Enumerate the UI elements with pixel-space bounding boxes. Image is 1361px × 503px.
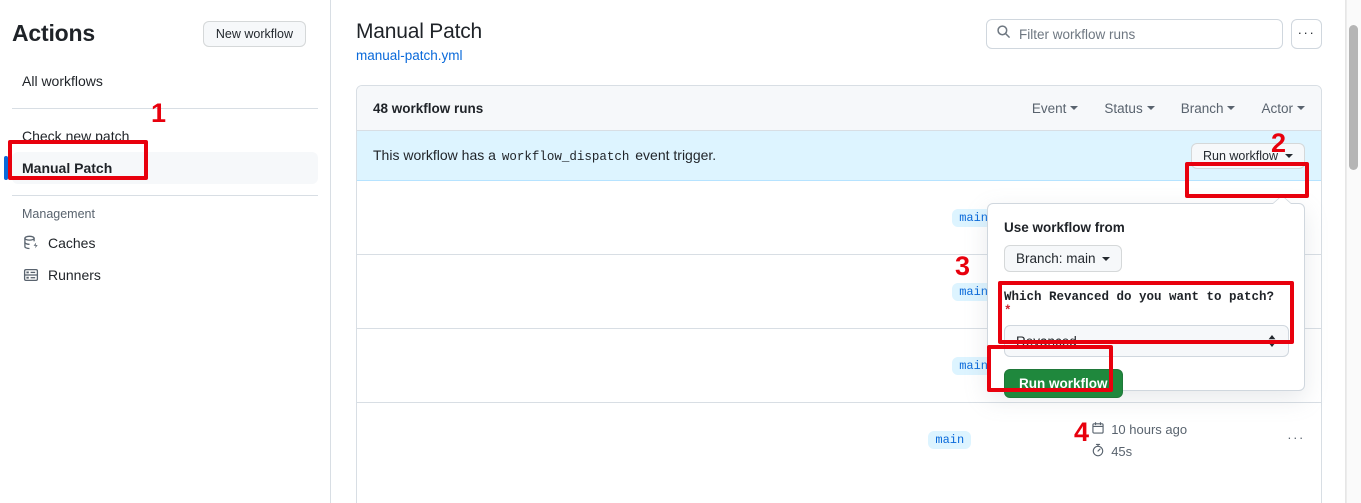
run-workflow-submit-button[interactable]: Run workflow: [1004, 369, 1123, 398]
sidebar-divider-1: [12, 108, 318, 109]
sidebar-item-check-new-patch[interactable]: Check new patch: [12, 120, 318, 152]
filter-event[interactable]: Event: [1032, 101, 1079, 116]
chevron-down-icon: [1285, 153, 1293, 158]
page-title-actions: Actions: [12, 20, 95, 46]
workflow-file-link[interactable]: manual-patch.yml: [356, 48, 463, 64]
content-edge-divider: [1345, 0, 1346, 503]
sidebar-item-caches[interactable]: Caches: [12, 227, 318, 259]
chevron-down-icon: [1227, 106, 1236, 111]
chevron-down-icon: [1070, 106, 1079, 111]
chevron-down-icon: [1101, 256, 1110, 261]
table-row[interactable]: main: [357, 181, 1321, 256]
run-workflow-dropdown-button[interactable]: Run workflow: [1190, 142, 1305, 169]
branch-badge[interactable]: main: [928, 431, 972, 450]
workflow-heading-block: Manual Patch manual-patch.yml: [356, 18, 482, 63]
header-actions: ···: [986, 19, 1322, 49]
workflow-runs-count: 48 workflow runs: [373, 100, 484, 116]
stopwatch-icon: [1091, 443, 1105, 460]
runs-box-header: 48 workflow runs Event Status Branch: [357, 86, 1321, 132]
branch-badge[interactable]: main: [952, 282, 995, 301]
calendar-icon: [1091, 421, 1105, 438]
search-box[interactable]: [986, 19, 1283, 49]
sidebar-item-label: All workflows: [22, 73, 103, 89]
sidebar-workflow-list: Check new patch Manual Patch: [0, 120, 330, 184]
sidebar-management-list: Caches Runners: [0, 227, 330, 291]
sidebar-section-management: Management: [22, 207, 95, 221]
run-meta: 10 hours ago 45s: [1091, 421, 1281, 460]
server-icon: [22, 267, 39, 284]
sidebar-divider-2: [12, 195, 318, 196]
actions-sidebar: Actions New workflow All workflows Check…: [0, 0, 331, 503]
sidebar-item-label: Manual Patch: [22, 160, 113, 176]
search-input[interactable]: [1019, 26, 1273, 42]
branch-select-button[interactable]: Branch: main: [1004, 245, 1122, 272]
workflow-dispatch-banner: This workflow has a workflow_dispatch ev…: [357, 131, 1321, 182]
table-row[interactable]: main: [357, 255, 1321, 330]
sidebar-item-label: Caches: [48, 235, 96, 251]
cache-icon: [22, 235, 39, 252]
sidebar-item-runners[interactable]: Runners: [12, 259, 318, 291]
sidebar-nav-list: All workflows: [0, 65, 330, 97]
stepper-arrows-icon: [1267, 333, 1277, 349]
dispatch-text-before: This workflow has a: [373, 147, 496, 164]
page-scrollbar-thumb[interactable]: [1349, 25, 1358, 170]
revanced-select[interactable]: Revanced: [1004, 325, 1289, 357]
filter-label: Event: [1031, 100, 1067, 116]
required-marker: *: [1004, 304, 1012, 318]
page-title: Manual Patch: [356, 20, 483, 43]
sidebar-item-label: Runners: [48, 267, 101, 283]
sidebar-item-all-workflows[interactable]: All workflows: [12, 65, 318, 97]
run-date-text: 10 hours ago: [1111, 421, 1188, 437]
sidebar-header: Actions New workflow: [0, 0, 330, 47]
dispatch-event-code: workflow_dispatch: [501, 150, 630, 165]
run-workflow-button-label: Run workflow: [1202, 148, 1278, 163]
filter-branch[interactable]: Branch: [1181, 101, 1236, 116]
workflow-runs-box: 48 workflow runs Event Status Branch: [356, 85, 1322, 503]
filter-label: Status: [1104, 100, 1143, 116]
workflow-input-label-text: Which Revanced do you want to patch?: [1004, 290, 1275, 304]
chevron-down-icon: [1297, 106, 1305, 111]
branch-select-label: Branch: main: [1016, 251, 1096, 266]
branch-badge[interactable]: main: [952, 208, 995, 227]
chevron-down-icon: [1146, 106, 1155, 111]
table-row[interactable]: main 10 hours ago: [357, 403, 1321, 477]
dispatch-text-after: event trigger.: [635, 147, 717, 164]
run-workflow-dropdown-panel: Use workflow from Branch: main Which Rev…: [987, 195, 1305, 398]
filter-label: Branch: [1180, 100, 1224, 116]
search-icon: [996, 24, 1011, 44]
revanced-select-value: Revanced: [1016, 333, 1077, 349]
sidebar-item-manual-patch[interactable]: Manual Patch: [4, 152, 318, 184]
dispatch-banner-text: This workflow has a workflow_dispatch ev…: [373, 147, 716, 164]
use-workflow-from-label: Use workflow from: [1004, 220, 1125, 235]
more-options-button[interactable]: ···: [1291, 19, 1322, 49]
new-workflow-button[interactable]: New workflow: [202, 20, 306, 47]
run-duration-text: 45s: [1111, 443, 1133, 459]
filter-actor[interactable]: Actor: [1261, 101, 1305, 116]
filter-status[interactable]: Status: [1104, 100, 1155, 116]
sidebar-item-label: Check new patch: [22, 128, 130, 144]
run-duration: 45s: [1091, 443, 1281, 460]
run-date: 10 hours ago: [1091, 421, 1281, 438]
row-more-options-button[interactable]: ···: [1287, 430, 1305, 446]
filter-label: Actor: [1261, 100, 1293, 116]
branch-badge[interactable]: main: [952, 356, 995, 375]
workflow-input-label: Which Revanced do you want to patch? *: [1004, 290, 1288, 318]
main-content: Manual Patch manual-patch.yml ···: [332, 0, 1342, 503]
main-header: Manual Patch manual-patch.yml ···: [356, 18, 1322, 63]
filter-group: Event Status Branch Actor: [1032, 101, 1305, 116]
